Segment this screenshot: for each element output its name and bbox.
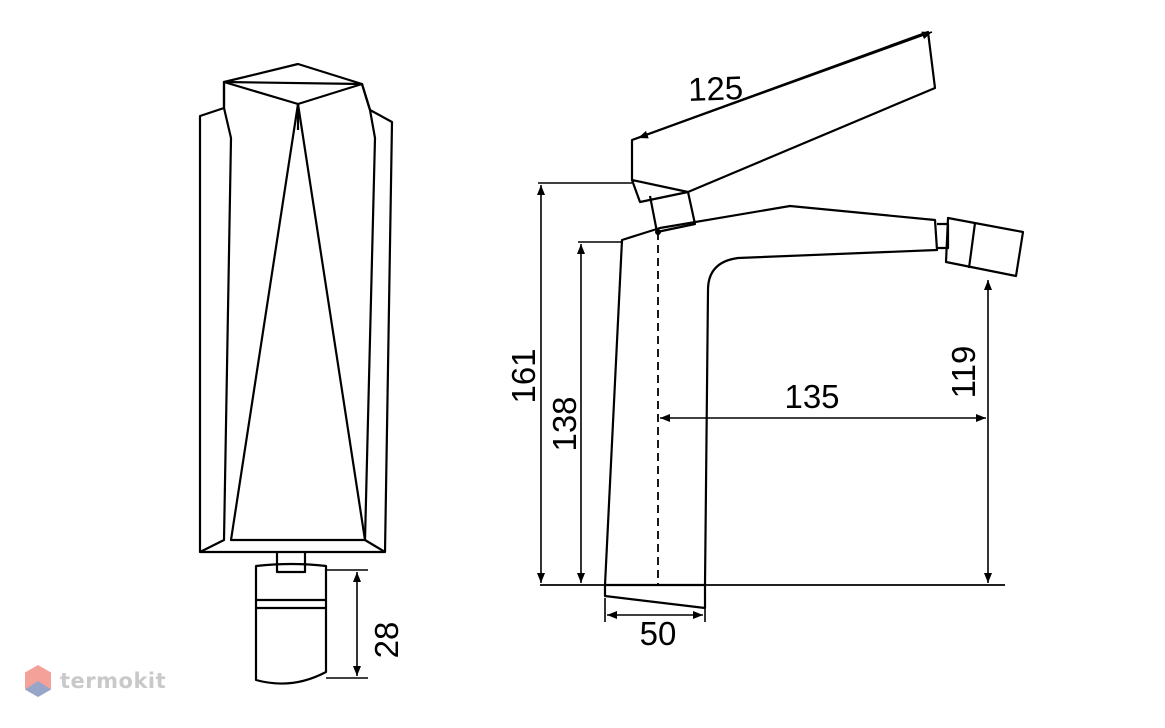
label-spout-reach: 135 <box>784 378 839 415</box>
label-total-height: 161 <box>505 348 542 403</box>
front-center-triangle <box>229 102 367 542</box>
front-base <box>254 562 328 685</box>
lever-handle <box>630 30 937 204</box>
dim-handle <box>637 31 933 139</box>
body-spout-outline <box>603 204 939 587</box>
dim-body-height <box>577 241 622 583</box>
axis-point <box>655 229 661 235</box>
dim-total-height <box>537 182 632 583</box>
aerator <box>944 216 1025 278</box>
label-side-base-height: 28 <box>368 622 405 659</box>
dim-base-width <box>604 598 706 622</box>
front-stem <box>275 552 307 574</box>
side-base-plate <box>603 585 707 610</box>
watermark-text: termokit <box>60 669 167 693</box>
termokit-watermark: termokit <box>24 664 166 698</box>
label-spout-height: 119 <box>945 346 982 399</box>
dim-side-base <box>326 569 368 679</box>
cartridge-neck <box>648 191 697 234</box>
front-left-facet <box>199 107 233 553</box>
side-view <box>603 30 1025 610</box>
front-view <box>198 62 394 685</box>
label-body-height: 138 <box>546 396 583 451</box>
label-handle-length: 125 <box>687 69 743 108</box>
label-base-width: 50 <box>640 615 677 652</box>
front-right-facet <box>363 109 386 553</box>
termokit-logo-icon <box>25 665 51 697</box>
